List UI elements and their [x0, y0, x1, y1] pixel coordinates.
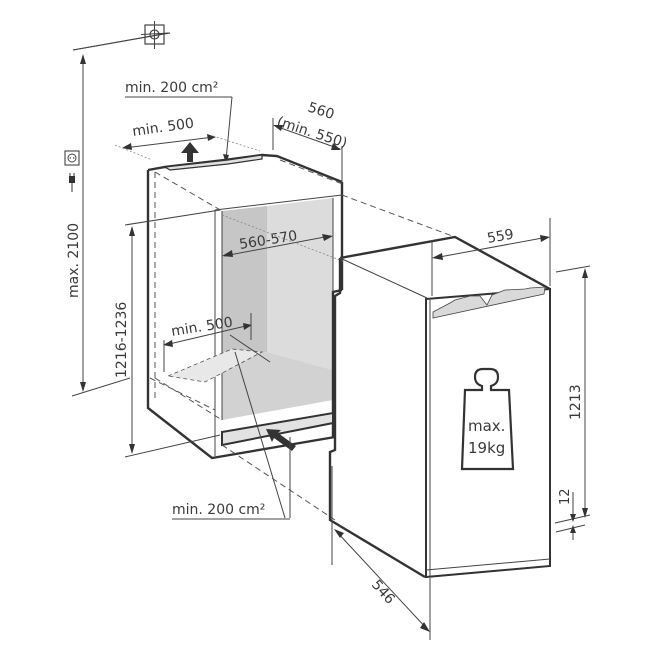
- weight-icon: max. 19kg: [460, 367, 515, 471]
- door-weight-line1: max.: [468, 417, 505, 435]
- crosshair-target-icon: [140, 21, 171, 49]
- bottom-vent-area-callout: min. 200 cm²: [172, 351, 291, 520]
- max-socket-height-label: max. 2100: [66, 223, 82, 298]
- top-vent-area-label: min. 200 cm²: [125, 80, 218, 96]
- appliance-height-dimension: 1213: [554, 265, 591, 524]
- niche-depth-label: 560: [306, 100, 336, 123]
- power-socket-icon: [64, 150, 80, 166]
- projection-lines: [149, 194, 456, 521]
- niche-cabinet: [146, 153, 346, 460]
- max-height-dimension: max. 2100: [66, 54, 131, 397]
- appliance-depth-dimension: 546: [331, 466, 431, 640]
- niche-interior-floor: [222, 352, 333, 420]
- appliance-width-label: 559: [486, 227, 515, 247]
- door-weight-line2: 19kg: [468, 439, 505, 457]
- niche-depth-min-label: (min. 550): [275, 114, 349, 152]
- bottom-vent-grille: [166, 348, 334, 447]
- plinth-gap-dimension: 12: [555, 488, 586, 540]
- top-vent-depth-label: min. 500: [131, 115, 195, 139]
- appliance: [328, 235, 551, 579]
- niche-interior-side: [267, 198, 333, 370]
- arrow-up-icon: [181, 142, 199, 162]
- plinth-gap-label: 12: [558, 488, 573, 505]
- appliance-width-dimension: 559: [431, 218, 551, 296]
- niche-interior-back: [222, 206, 267, 358]
- niche-height-label: 1216-1236: [114, 302, 130, 378]
- appliance-depth-label: 546: [368, 577, 398, 608]
- niche-height-dimension: 1216-1236: [114, 209, 221, 458]
- door-handle-strip: [432, 286, 546, 319]
- arrow-diagonal-icon: [266, 429, 296, 451]
- ceiling-reference: [72, 21, 171, 51]
- power-plug-icon: [69, 173, 75, 192]
- appliance-height-label: 1213: [568, 384, 584, 420]
- bottom-vent-area-label: min. 200 cm²: [172, 502, 265, 518]
